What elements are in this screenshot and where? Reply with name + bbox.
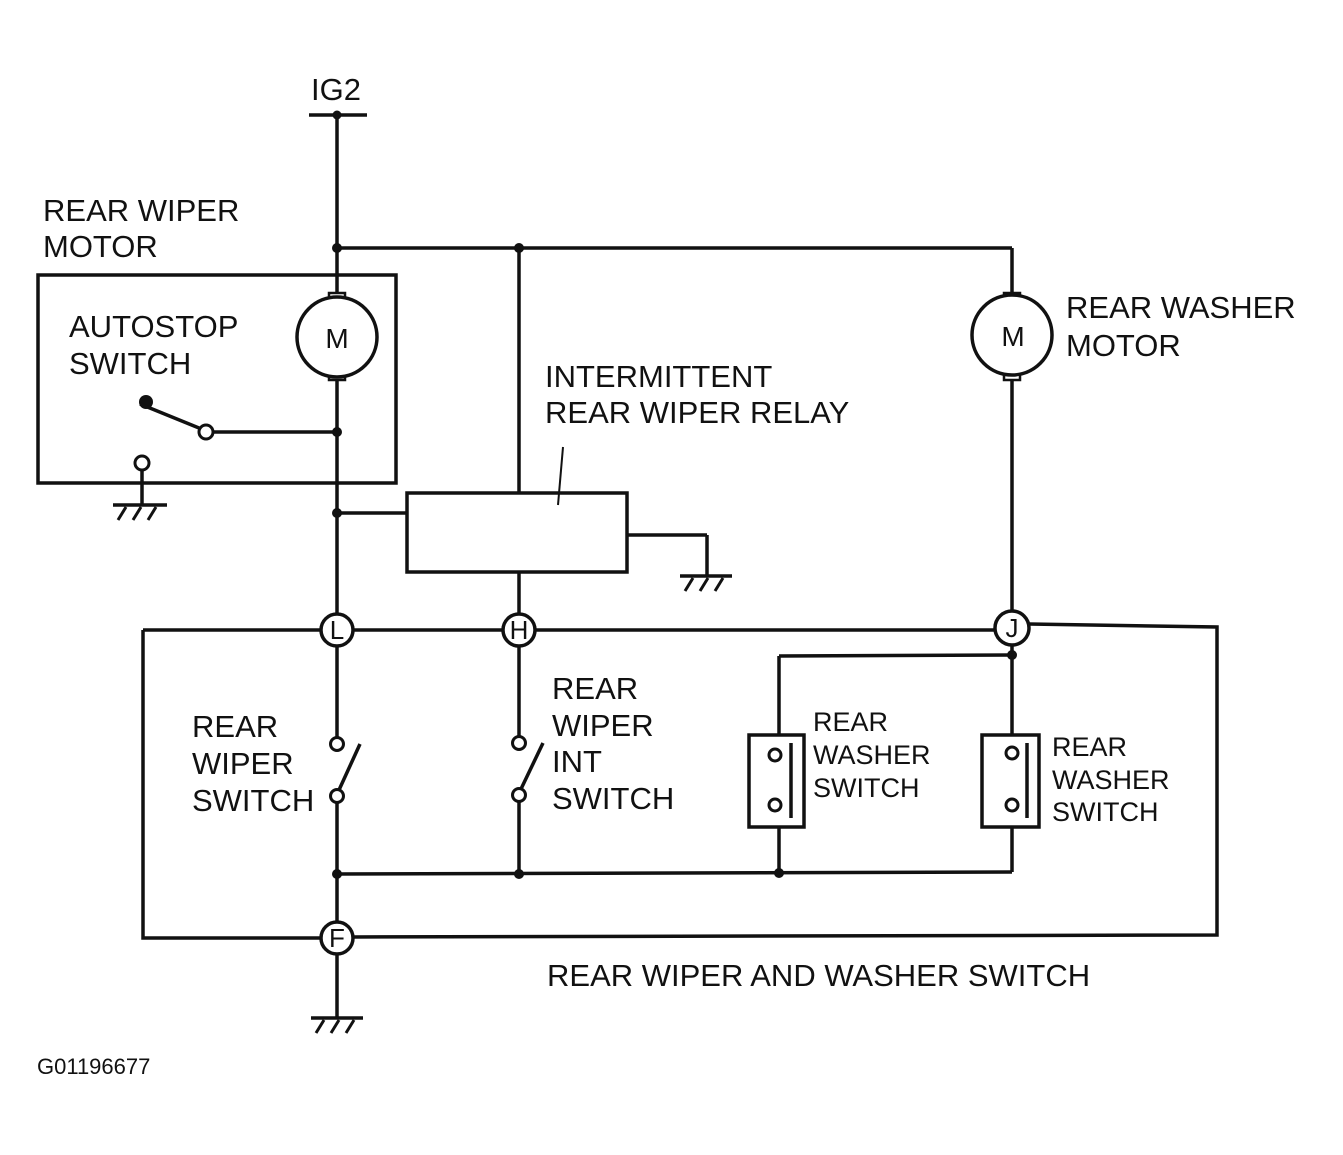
washer-switch-1-label-2: WASHER [813,740,931,770]
wiper-motor-symbol [295,295,379,379]
washer-motor-symbol [970,293,1054,377]
autostop-label-1: AUTOSTOP [69,309,238,344]
int-switch-label-1: REAR [552,671,638,706]
combo-switch: REAR WIPER SWITCH REAR WIPER INT SWITCH … [141,622,1219,993]
svg-text:L: L [330,615,344,645]
washer-switch-2-label-1: REAR [1052,732,1127,762]
wiper-switch-bottom-contact [329,788,345,804]
autostop-blade [139,402,200,430]
rear-wiper-motor-label-2: MOTOR [43,229,158,264]
int-switch-bottom-contact [511,787,527,803]
relay-leader [557,446,564,506]
supply-bus [337,243,1014,493]
int-switch-label-4: SWITCH [552,781,674,816]
rear-washer-motor-label-1: REAR WASHER [1066,290,1296,325]
wiper-switch-top-contact [329,736,345,752]
figure-code: G01196677 [37,1054,150,1079]
autostop-label-2: SWITCH [69,346,191,381]
int-switch-blade [519,742,545,790]
rear-washer-motor-label-2: MOTOR [1066,328,1181,363]
relay-label-1: INTERMITTENT [545,359,772,394]
washer-switch-1-contact-bottom [767,797,783,813]
wiper-switch-label-2: WIPER [192,746,294,781]
svg-text:H: H [510,615,529,645]
ground-icon [113,503,167,521]
combo-switch-label: REAR WIPER AND WASHER SWITCH [547,958,1090,993]
rear-washer-motor: M REAR WASHER MOTOR [970,290,1296,612]
wiper-switch-label-1: REAR [192,709,278,744]
terminal-j: J [993,609,1031,647]
washer-switch-1-contact-top [767,747,783,763]
washer-switch-2-contact-bottom [1004,797,1020,813]
int-switch-label-2: WIPER [552,708,654,743]
washer-switch-1-label-3: SWITCH [813,773,919,803]
intermittent-relay: INTERMITTENT REAR WIPER RELAY [337,359,849,615]
washer-switch-1-body [747,733,806,829]
washer-motor-m: M [1001,321,1024,352]
terminal-f: F [319,920,355,956]
int-switch-top-contact [511,735,527,751]
ig2-supply: IG2 [309,72,367,120]
terminal-h: H [501,612,537,648]
autostop-ground-contact [133,454,151,472]
wiper-switch-label-3: SWITCH [192,783,314,818]
rear-wiper-motor-box [36,273,398,485]
rear-wiper-motor-label-1: REAR WIPER [43,193,239,228]
terminal-l: L [319,612,355,648]
wiper-switch-blade [337,743,362,791]
rear-wiper-motor: REAR WIPER MOTOR M AUTOSTOP SWITCH [36,193,398,505]
washer-switch-2-label-3: SWITCH [1052,797,1158,827]
wiper-motor-m: M [325,323,348,354]
ground-icon [311,1016,363,1034]
autostop-contact [197,423,215,441]
main-trunk [332,115,342,1018]
washer-switch-1-label-1: REAR [813,707,888,737]
svg-text:F: F [329,923,345,953]
svg-text:J: J [1006,613,1019,643]
washer-switch-2-label-2: WASHER [1052,765,1170,795]
washer-switch-2-contact-top [1004,745,1020,761]
ground-icon [680,574,732,592]
ig2-label: IG2 [311,72,361,107]
relay-label-2: REAR WIPER RELAY [545,395,849,430]
int-switch-label-3: INT [552,744,602,779]
relay-box [405,491,629,574]
